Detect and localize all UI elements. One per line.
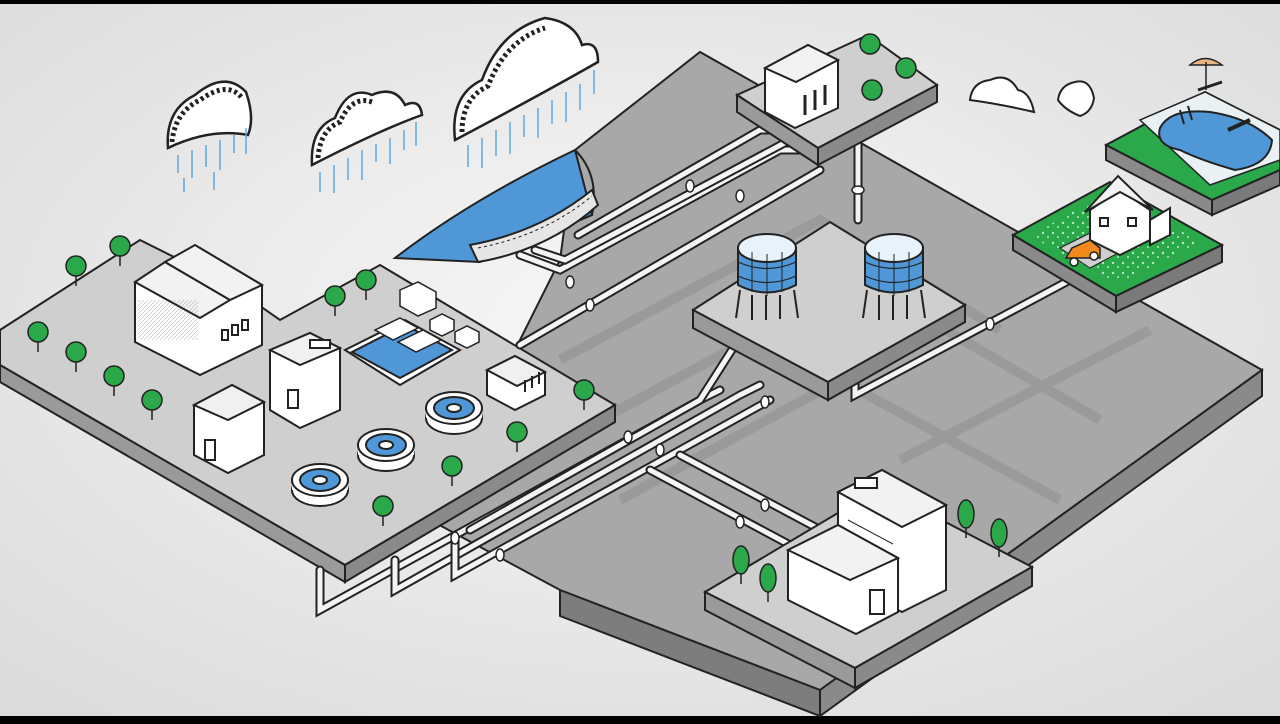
pipe-couplings <box>450 179 995 562</box>
rain-cloud-icon <box>166 80 253 150</box>
intake-building <box>762 43 841 130</box>
cloud-icon <box>968 76 1096 118</box>
pool-platform <box>1103 57 1280 217</box>
dam-icon <box>468 188 600 264</box>
water-tower-icon <box>735 233 799 320</box>
pump-house <box>484 354 548 412</box>
pump-station-icon <box>191 383 267 475</box>
intake-platform <box>734 33 939 167</box>
residential-platform <box>1010 174 1225 314</box>
water-tower-icon <box>862 233 926 320</box>
reservoir <box>392 148 600 264</box>
rain-cloud-icon <box>310 90 424 167</box>
small-structures <box>399 281 480 349</box>
tree-icon <box>27 235 595 526</box>
rain-cloud-icon <box>453 16 600 142</box>
rain <box>177 70 595 193</box>
pipe-icon <box>315 325 775 618</box>
settling-basins <box>342 317 463 387</box>
clarifier-tank-icon <box>291 391 483 507</box>
tree-icon <box>859 33 917 101</box>
treatment-building <box>267 331 343 430</box>
upper-pipes <box>515 125 1075 550</box>
umbrella-icon <box>1187 57 1225 92</box>
storage-platform <box>691 220 967 402</box>
office-building-icon <box>785 523 901 636</box>
tree-icon <box>732 499 1008 593</box>
house-icon <box>1084 174 1171 257</box>
commercial-platform <box>702 468 1035 690</box>
factory-icon <box>133 243 265 377</box>
car-icon <box>1064 239 1101 267</box>
pool-icon <box>1158 105 1274 172</box>
